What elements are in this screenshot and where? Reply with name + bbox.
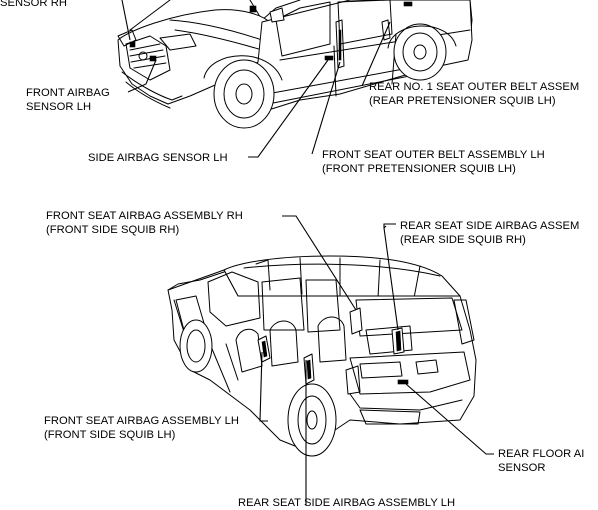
label-front-seat-outer-belt-lh: FRONT SEAT OUTER BELT ASSEMBLY LH (FRONT… (322, 148, 545, 176)
label-sensor-rh: SENSOR RH (0, 0, 67, 10)
label-rear-no1-seat-outer-belt: REAR NO. 1 SEAT OUTER BELT ASSEM (REAR P… (369, 80, 579, 108)
label-rear-floor-airbag-sensor: REAR FLOOR AI SENSOR (498, 447, 584, 475)
label-side-airbag-sensor-lh: SIDE AIRBAG SENSOR LH (88, 151, 228, 165)
front-airbag-sensor-rh-mark (130, 42, 135, 47)
label-rear-seat-side-airbag-lh: REAR SEAT SIDE AIRBAG ASSEMBLY LH (238, 496, 455, 510)
label-front-seat-airbag-lh: FRONT SEAT AIRBAG ASSEMBLY LH (FRONT SID… (44, 414, 239, 442)
label-rear-seat-side-airbag-rh: REAR SEAT SIDE AIRBAG ASSEM (REAR SIDE S… (400, 219, 579, 247)
label-front-seat-airbag-rh: FRONT SEAT AIRBAG ASSEMBLY RH (FRONT SID… (46, 209, 243, 237)
top-vehicle-front-view (118, 0, 472, 128)
label-front-airbag-sensor-lh: FRONT AIRBAG SENSOR LH (26, 86, 110, 114)
side-airbag-sensor-lh-mark (325, 56, 333, 60)
front-airbag-sensor-lh-mark (150, 56, 156, 61)
rear-floor-airbag-sensor-mark (398, 380, 408, 384)
front-seat-airbag-rh-mark (350, 308, 362, 334)
